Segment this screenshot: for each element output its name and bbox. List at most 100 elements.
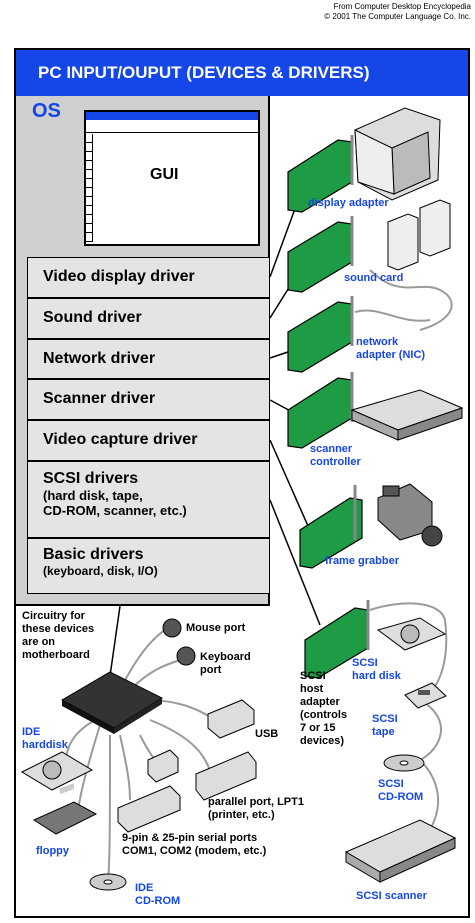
label-serial-ports: 9-pin & 25-pin serial ports COM1, COM2 (… [122,832,266,858]
display-adapter-card [287,135,354,213]
driver-label: Video display driver [43,268,195,285]
label-line: Keyboard [200,651,251,663]
driver-sound: Sound driver [27,298,270,339]
label-mouse-port: Mouse port [186,622,246,634]
label-line: tape [372,726,395,738]
label-network-adapter: network adapter (NIC) [356,336,425,362]
video-camera-icon [377,483,443,547]
label-line: COM1, COM2 (modem, etc.) [122,845,267,857]
label-line: SCSI [378,778,404,790]
label-line: CD-ROM [378,791,424,803]
label-usb: USB [255,728,279,740]
ide-hard-disk-icon [20,751,94,791]
serial-port-9pin-icon [147,749,179,783]
serial-port-25pin-icon [117,785,181,833]
label-line: are on [22,636,56,648]
monitor-icon [354,107,441,201]
label-line: controller [310,456,361,468]
label-floppy: floppy [36,845,69,857]
driver-label: Basic drivers [43,546,144,563]
label-line: adapter [300,696,340,708]
network-card [287,296,431,373]
driver-sublabel: CD-ROM, scanner, etc.) [43,503,187,518]
gui-window-titlebar [86,112,258,120]
label-line: network [356,336,399,348]
label-line: parallel port, LPT1 [208,796,304,808]
label-scsi-scanner: SCSI scanner [356,890,427,902]
label-line: (printer, etc.) [208,809,275,821]
label-line: devices) [300,735,345,747]
label-line: IDE [22,726,41,738]
motherboard-chip-icon [60,671,164,734]
driver-label: Scanner driver [43,390,156,407]
label-line: motherboard [22,649,90,661]
scanner-icon [350,389,464,441]
label-line: SCSI [300,670,326,682]
ide-cdrom-icon [89,873,127,891]
driver-network: Network driver [27,339,270,379]
driver-label: Video capture driver [43,431,198,448]
credit-text: From Computer Desktop Encyclopedia © 200… [324,2,471,22]
driver-label: Sound driver [43,309,142,326]
scsi-cdrom-icon [383,754,425,772]
label-line: host [300,683,324,695]
label-line: CD-ROM [135,895,181,907]
scsi-tape-icon [404,682,447,709]
label-line: hard disk [352,670,401,682]
os-label: OS [32,100,61,122]
driver-basic: Basic drivers (keyboard, disk, I/O) [27,538,270,594]
label-scanner-controller: scanner controller [310,443,361,469]
label-line: IDE [135,882,154,894]
label-sound-card: sound card [344,272,404,284]
label-scsi-tape: SCSI tape [372,713,398,739]
label-frame-grabber: frame grabber [325,555,399,567]
label-line: scanner [310,443,353,455]
label-scsi-hard-disk: SCSI hard disk [352,657,401,683]
label-circuitry: Circuitry for these devices are on mothe… [22,610,94,662]
scanner-controller-card [287,372,354,449]
driver-sublabel: (keyboard, disk, I/O) [43,564,158,578]
parallel-port-icon [195,751,257,801]
credit-line-1: From Computer Desktop Encyclopedia [333,2,471,11]
label-parallel-port: parallel port, LPT1 (printer, etc.) [208,796,304,822]
label-line: these devices [22,623,95,635]
gui-menubar [86,126,258,133]
label-line: 7 or 15 [300,722,336,734]
mouse-port-icon [162,618,182,638]
label-line: (controls [300,709,348,721]
credit-line-2: © 2001 The Computer Language Co. Inc. [324,12,471,21]
driver-video-display: Video display driver [27,257,270,298]
frame-grabber-card [299,485,363,569]
scsi-hard-disk-icon [376,617,447,651]
driver-label: SCSI drivers [43,470,139,487]
driver-label: Network driver [43,350,156,367]
label-line: 9-pin & 25-pin serial ports [122,832,258,844]
driver-scanner: Scanner driver [27,379,270,420]
scsi-scanner-icon [344,819,457,883]
label-scsi-cdrom: SCSI CD-ROM [378,778,423,804]
label-display-adapter: display adapter [308,197,389,209]
driver-scsi: SCSI drivers (hard disk, tape, CD-ROM, s… [27,461,270,538]
diagram-title: PC INPUT/OUPUT (DEVICES & DRIVERS) [16,50,468,96]
keyboard-port-icon [176,646,196,666]
gui-label: GUI [150,166,179,183]
scsi-host-card [304,600,370,679]
label-ide-hard-disk: IDE harddisk [22,726,68,752]
driver-sublabel: (hard disk, tape, [43,488,143,503]
usb-port-icon [207,699,255,739]
label-line: Circuitry for [22,610,85,622]
label-line: harddisk [22,739,68,751]
label-scsi-host-adapter: SCSI host adapter (controls 7 or 15 devi… [300,670,347,748]
sound-card [287,216,354,293]
speakers-icon [369,199,453,331]
label-line: port [200,664,222,676]
label-ide-cdrom: IDE CD-ROM [135,882,180,908]
label-line: SCSI [372,713,398,725]
label-line: adapter (NIC) [356,349,426,361]
floppy-disk-icon [32,783,98,835]
label-line: SCSI [352,657,378,669]
gui-toolbar [86,134,93,242]
driver-video-capture: Video capture driver [27,420,270,461]
label-keyboard-port: Keyboard port [200,651,251,677]
